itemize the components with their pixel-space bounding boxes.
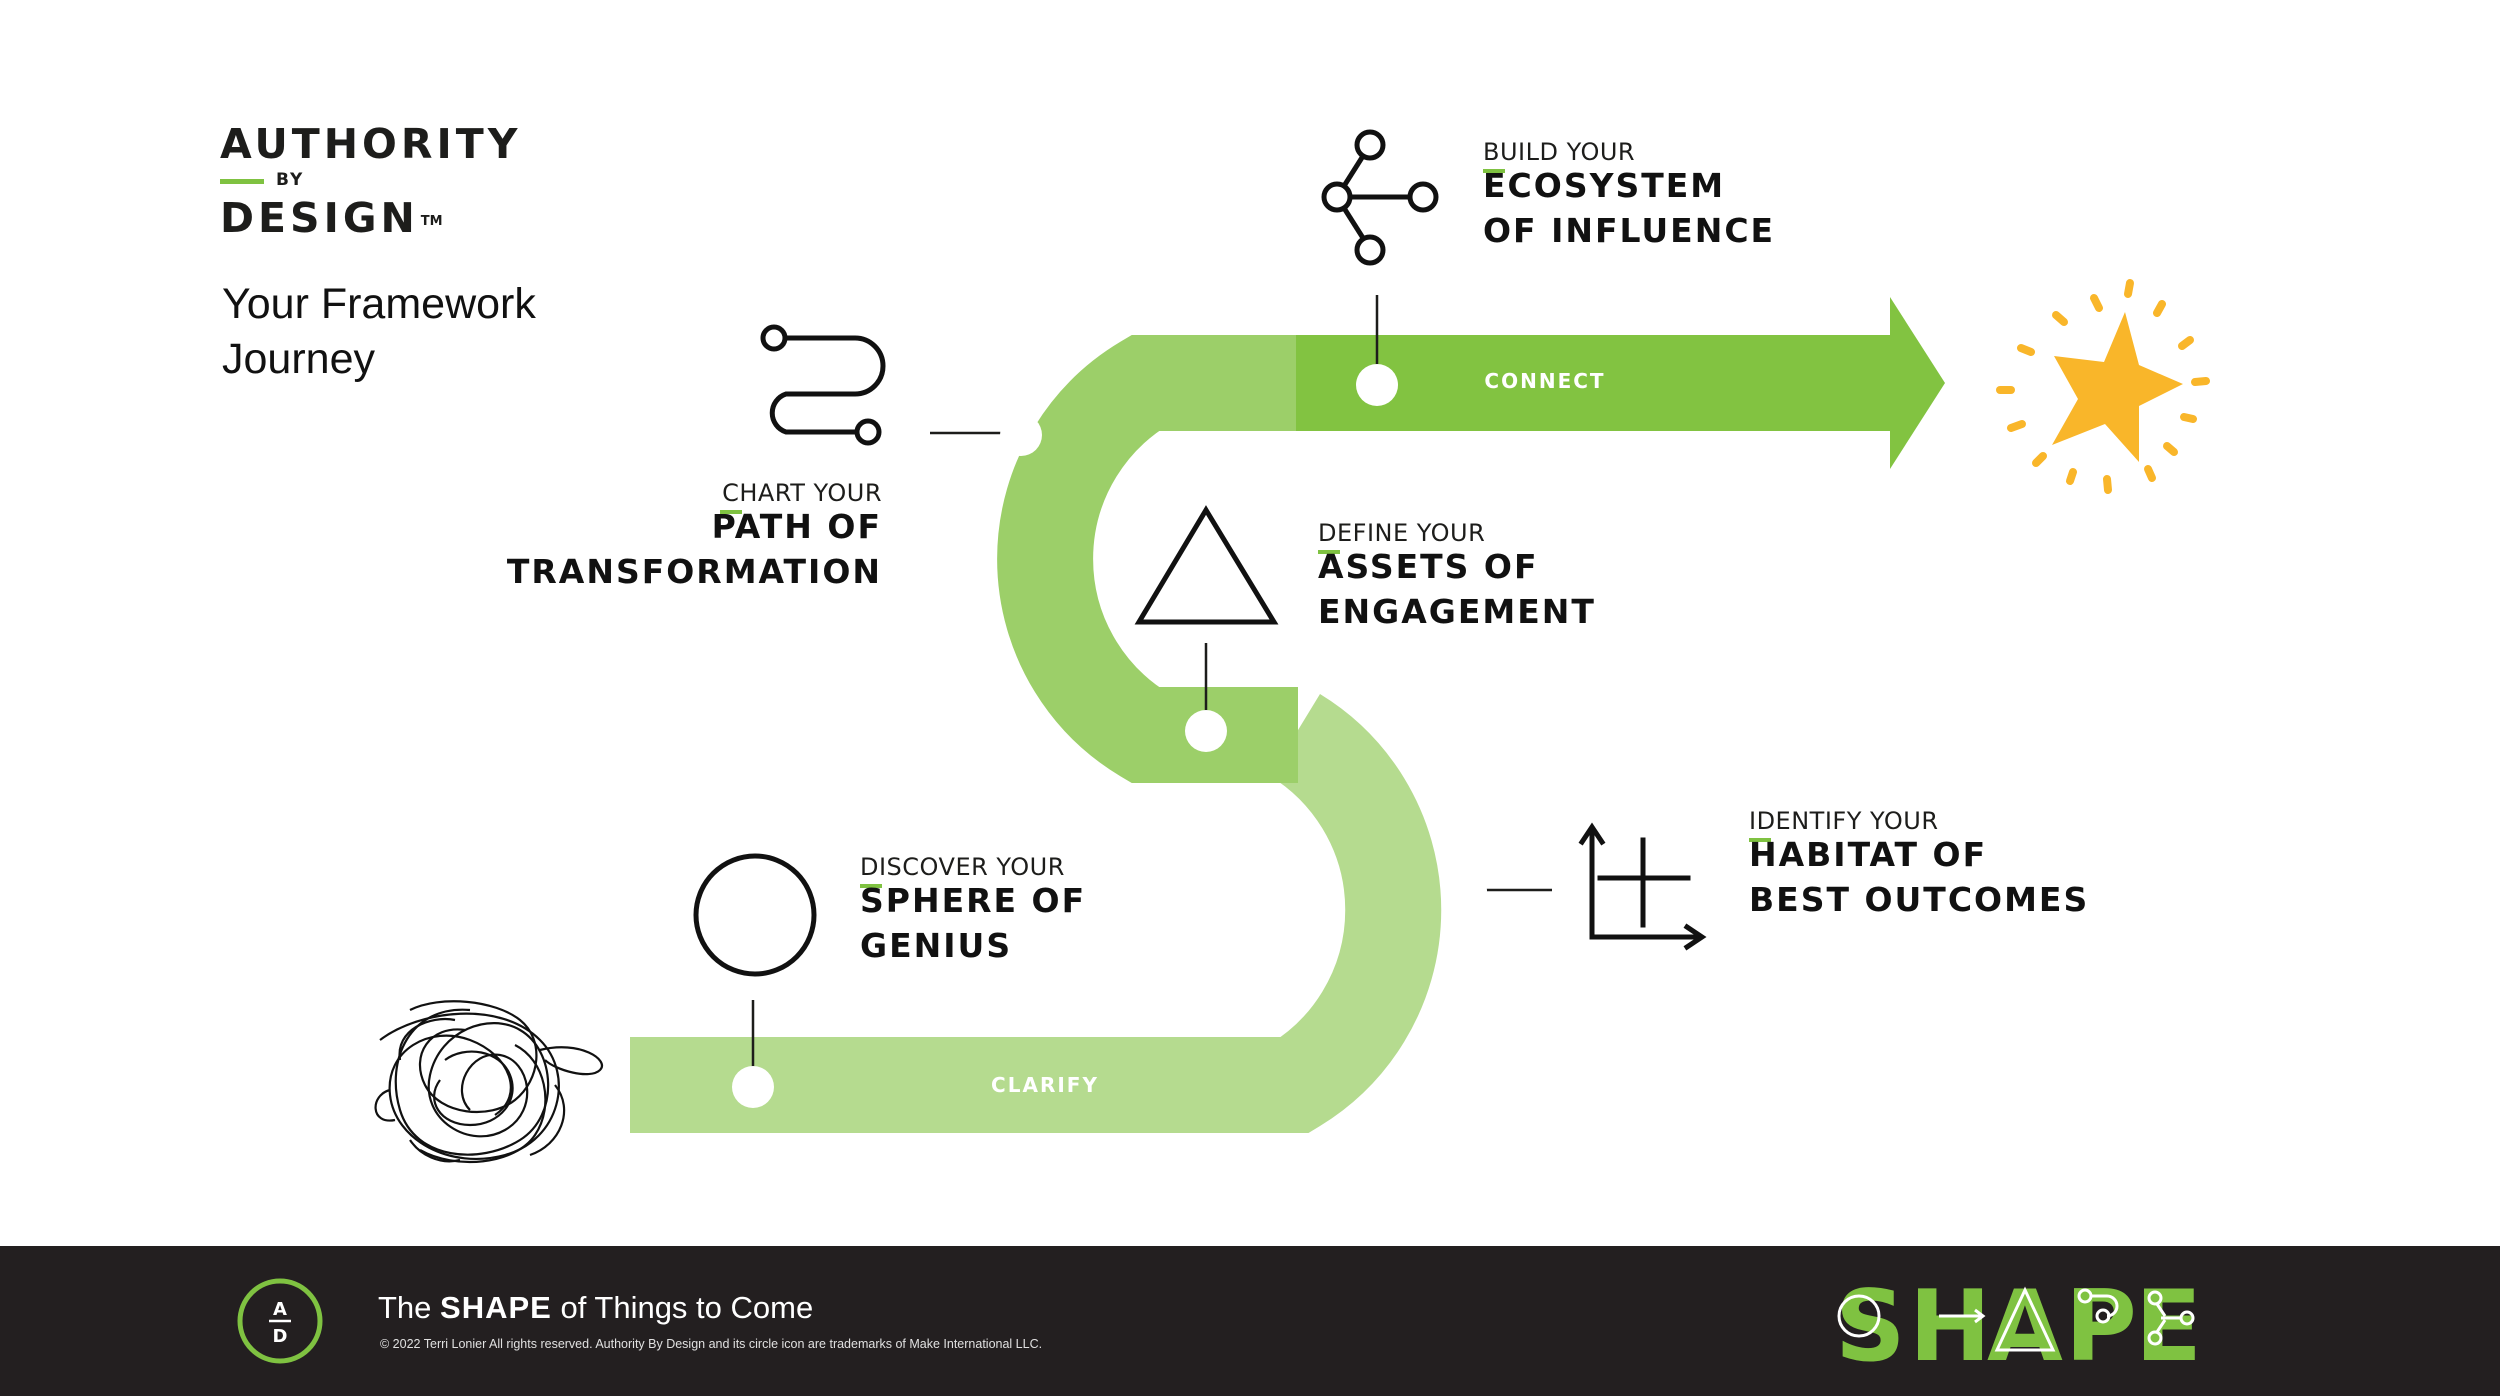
communicate-path	[997, 335, 1298, 783]
logo-by: BY	[276, 170, 305, 190]
tangle-icon	[374, 1000, 603, 1164]
logo-trademark: TM	[420, 214, 443, 229]
circle-icon	[693, 853, 817, 977]
brand-letter-e: E	[2135, 1270, 2202, 1378]
triangle-icon	[1134, 505, 1279, 625]
step-label-habitat: IDENTIFY YOUR HABITAT OF BEST OUTCOMES	[1749, 806, 2089, 922]
tagline-post: of Things to Come	[560, 1290, 814, 1325]
tagline-bold: SHAPE	[440, 1290, 552, 1325]
milestone-dot-habitat[interactable]	[1445, 870, 1487, 912]
communicate-label-text: COMMUNICATE	[952, 475, 1000, 669]
footer-copyright: © 2022 Terri Lonier All rights reserved.…	[380, 1337, 1043, 1351]
page-title: Your Framework Journey	[222, 277, 642, 387]
connect-label: CONNECT	[1484, 369, 1605, 393]
step-title-line1: PATH OF	[711, 507, 882, 546]
axes-icon	[1578, 822, 1707, 951]
accent-bar	[1749, 838, 1771, 842]
step-title-line1: ASSETS OF	[1318, 547, 1539, 586]
clarify-path	[630, 694, 1442, 1133]
step-title-line2: GENIUS	[860, 926, 1013, 965]
logo-authority: AUTHORITY	[220, 120, 522, 168]
tagline-pre: The	[378, 1290, 432, 1325]
badge-top-letter: A	[273, 1299, 287, 1320]
logo-by-row: BY	[220, 168, 540, 194]
step-pre: DISCOVER YOUR	[860, 853, 1065, 881]
milestone-dot-path[interactable]	[1000, 414, 1042, 456]
page-title-line1: Your Framework	[222, 280, 536, 328]
brand-letter-p: P	[2065, 1270, 2137, 1378]
milestone-dot-ecosystem[interactable]	[1356, 364, 1398, 406]
milestone-dot-assets[interactable]	[1185, 710, 1227, 752]
accent-bar	[860, 884, 882, 888]
step-title-line1: ECOSYSTEM	[1483, 166, 1726, 205]
step-title-line1: HABITAT OF	[1749, 835, 1988, 874]
milestone-dot-sphere[interactable]	[732, 1066, 774, 1108]
step-label-assets: DEFINE YOUR ASSETS OF ENGAGEMENT	[1318, 518, 1596, 634]
connect-arrowhead	[1890, 297, 1945, 469]
clarify-label: CLARIFY	[991, 1073, 1099, 1097]
logo-accent-bar	[220, 179, 264, 184]
accent-bar	[720, 510, 742, 514]
step-label-ecosystem: BUILD YOUR ECOSYSTEM OF INFLUENCE	[1483, 137, 1775, 253]
accent-bar	[1318, 550, 1340, 554]
footer-tagline: The SHAPE of Things to Come	[378, 1288, 813, 1328]
step-title-line2: BEST OUTCOMES	[1749, 880, 2090, 919]
step-title-line2: OF INFLUENCE	[1483, 211, 1776, 250]
step-label-sphere: DISCOVER YOUR SPHERE OF GENIUS	[860, 852, 1086, 968]
ad-badge-icon: A D	[237, 1278, 323, 1364]
brand-overlay-icons	[1837, 1286, 2195, 1352]
step-title-line2: TRANSFORMATION	[506, 552, 882, 591]
step-pre: DEFINE YOUR	[1318, 519, 1486, 547]
network-icon	[1321, 129, 1439, 266]
step-title-line2: ENGAGEMENT	[1318, 592, 1596, 631]
footer-bar: A D The SHAPE of Things to Come © 2022 T…	[0, 1246, 2500, 1396]
brand-letter-a: A	[1987, 1270, 2063, 1378]
page-title-line2: Journey	[222, 335, 375, 383]
step-pre: IDENTIFY YOUR	[1749, 807, 1939, 835]
brand-letter-h: H	[1909, 1270, 1991, 1378]
step-label-path: CHART YOUR PATH OF TRANSFORMATION	[500, 478, 882, 594]
communicate-label: COMMUNICATE	[952, 475, 1002, 669]
star-icon	[1996, 279, 2210, 494]
shape-brand-logo: S H A P E	[1835, 1270, 2202, 1378]
step-pre: CHART YOUR	[722, 479, 882, 507]
badge-bottom-letter: D	[273, 1326, 288, 1347]
accent-bar	[1483, 169, 1505, 173]
step-title-line1: SPHERE OF	[860, 881, 1087, 920]
brand-letter-s: S	[1835, 1270, 1906, 1378]
logo-design: DESIGN	[220, 194, 419, 242]
step-pre: BUILD YOUR	[1483, 138, 1636, 166]
path-icon	[760, 324, 886, 446]
